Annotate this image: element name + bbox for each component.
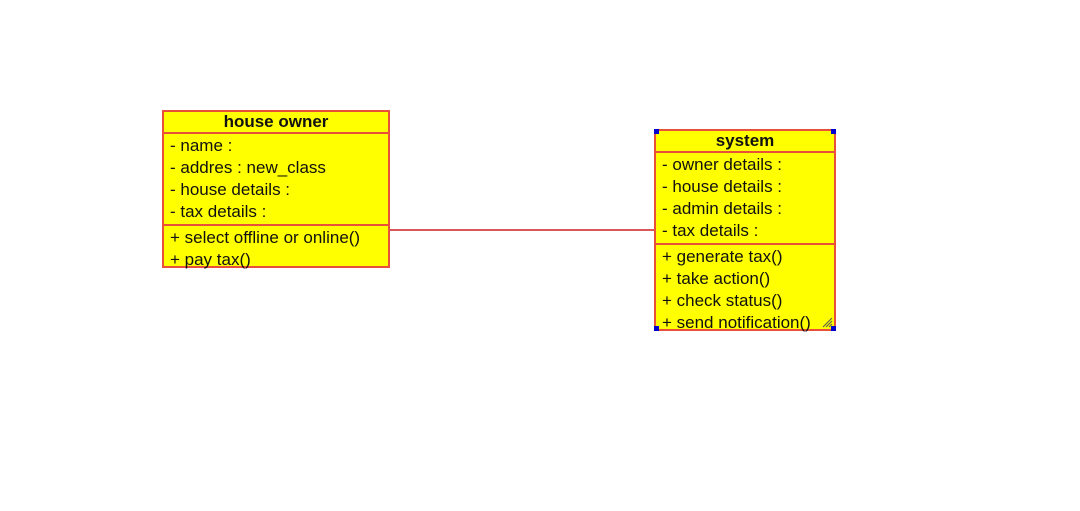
- operation-item: + take action(): [662, 269, 771, 288]
- attribute-item: - house details :: [662, 177, 783, 196]
- class-box-house-owner[interactable]: house owner - name : - addres : new_clas…: [162, 110, 390, 269]
- operations-compartment: + generate tax() + take action() + check…: [656, 245, 834, 335]
- selection-handle-bottom-left[interactable]: [654, 326, 659, 331]
- attributes-compartment: - owner details : - house details : - ad…: [656, 153, 834, 245]
- class-name: house owner: [164, 112, 388, 134]
- attribute-item: - name :: [170, 136, 233, 155]
- attributes-compartment: - name : - addres : new_class - house de…: [164, 134, 388, 226]
- operations-compartment: + select offline or online() + pay tax(): [164, 226, 388, 272]
- attribute-item: - owner details :: [662, 155, 782, 174]
- selection-handle-top-left[interactable]: [654, 129, 659, 134]
- attribute-item: - house details :: [170, 180, 291, 199]
- selection-handle-top-right[interactable]: [831, 129, 836, 134]
- operation-item: + check status(): [662, 291, 783, 310]
- operation-item: + send notification(): [662, 313, 811, 332]
- attribute-item: - tax details :: [170, 202, 267, 221]
- selection-handle-bottom-right[interactable]: [831, 326, 836, 331]
- operation-item: + generate tax(): [662, 247, 783, 266]
- resize-grip-icon[interactable]: [821, 316, 833, 328]
- attribute-item: - admin details :: [662, 199, 782, 218]
- operation-item: + select offline or online(): [170, 228, 361, 247]
- attribute-item: - addres : new_class: [170, 158, 326, 177]
- attribute-item: - tax details :: [662, 221, 759, 240]
- class-box-system[interactable]: system - owner details : - house details…: [654, 129, 836, 332]
- operation-item: + pay tax(): [170, 250, 251, 269]
- class-name: system: [656, 131, 834, 153]
